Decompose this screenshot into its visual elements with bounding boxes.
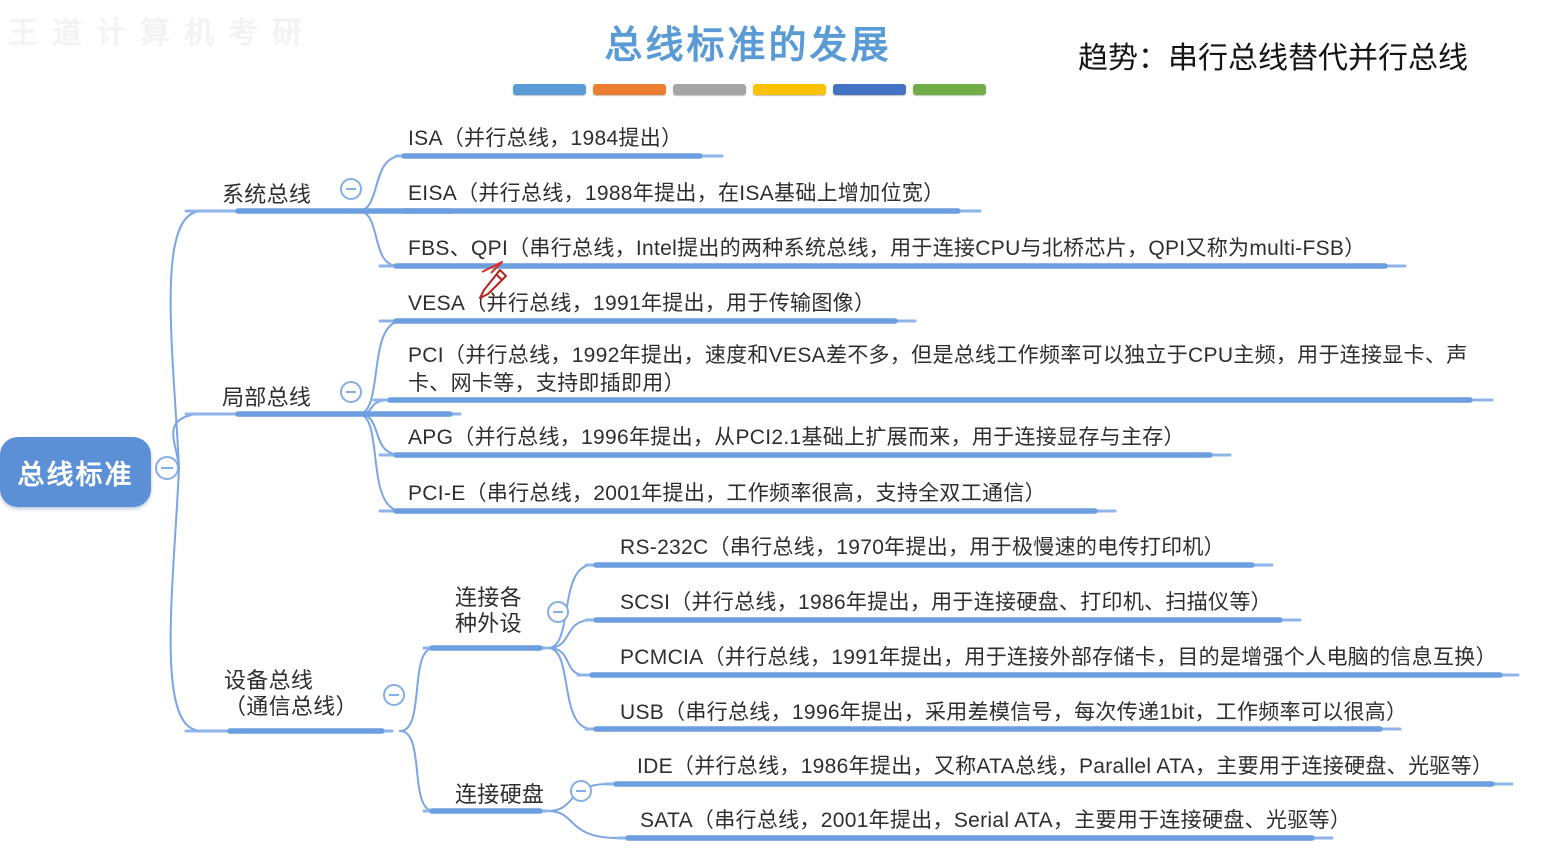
node-scsi[interactable]: SCSI（并行总线，1986年提出，用于连接硬盘、打印机、扫描仪等） <box>620 591 1272 614</box>
node-rs232c[interactable]: RS-232C（串行总线，1970年提出，用于极慢速的电传打印机） <box>620 536 1225 559</box>
node-apg[interactable]: APG（并行总线，1996年提出，从PCI2.1基础上扩展而来，用于连接显存与主… <box>408 426 1185 449</box>
watermark: 王道计算机考研 <box>8 17 316 50</box>
node-usb[interactable]: USB（串行总线，1996年提出，采用差模信号，每次传递1bit，工作频率可以很… <box>620 701 1408 724</box>
node-ide[interactable]: IDE（并行总线，1986年提出，又称ATA总线，Parallel ATA，主要… <box>637 755 1494 778</box>
collapse-button-local[interactable] <box>340 381 362 403</box>
collapse-button-peripherals[interactable] <box>547 601 569 623</box>
node-isa[interactable]: ISA（并行总线，1984提出） <box>408 127 683 150</box>
trend-note: 趋势：串行总线替代并行总线 <box>1078 41 1468 76</box>
legend-bar-gray <box>673 84 746 95</box>
pencil-cursor-icon <box>479 261 507 299</box>
collapse-button-device[interactable] <box>383 684 405 706</box>
page-title: 总线标准的发展 <box>604 22 892 67</box>
node-underlines <box>184 153 1520 841</box>
legend-bar-green <box>913 84 986 95</box>
collapse-button-harddisk[interactable] <box>570 780 592 802</box>
legend-bar-yellow <box>753 84 826 95</box>
legend-bar-blue <box>513 84 586 95</box>
node-connect-peripherals[interactable]: 连接各 种外设 <box>455 585 522 636</box>
node-pcie[interactable]: PCI-E（串行总线，2001年提出，工作频率很高，支持全双工通信） <box>408 482 1046 505</box>
node-vesa[interactable]: VESA（并行总线，1991年提出，用于传输图像） <box>408 292 876 315</box>
collapse-button-system[interactable] <box>340 178 362 200</box>
branch-curves <box>169 155 619 839</box>
node-connect-harddisk[interactable]: 连接硬盘 <box>455 782 545 807</box>
node-system-bus[interactable]: 系统总线 <box>222 182 312 207</box>
node-pci[interactable]: PCI（并行总线，1992年提出，速度和VESA差不多，但是总线工作频率可以独立… <box>408 344 1468 395</box>
node-pcmcia[interactable]: PCMCIA（并行总线，1991年提出，用于连接外部存储卡，目的是增强个人电脑的… <box>620 646 1497 669</box>
collapse-button-root[interactable] <box>155 456 179 480</box>
color-legend <box>513 84 986 95</box>
node-fbs-qpi[interactable]: FBS、QPI（串行总线，Intel提出的两种系统总线，用于连接CPU与北桥芯片… <box>408 237 1366 260</box>
node-eisa[interactable]: EISA（并行总线，1988年提出，在ISA基础上增加位宽） <box>408 182 945 205</box>
node-local-bus[interactable]: 局部总线 <box>222 385 312 410</box>
root-node-bus-standard[interactable]: 总线标准 <box>0 437 151 507</box>
node-device-bus[interactable]: 设备总线 （通信总线） <box>224 668 358 719</box>
legend-bar-orange <box>593 84 666 95</box>
node-sata[interactable]: SATA（串行总线，2001年提出，Serial ATA，主要用于连接硬盘、光驱… <box>640 809 1352 832</box>
legend-bar-darkblue <box>833 84 906 95</box>
